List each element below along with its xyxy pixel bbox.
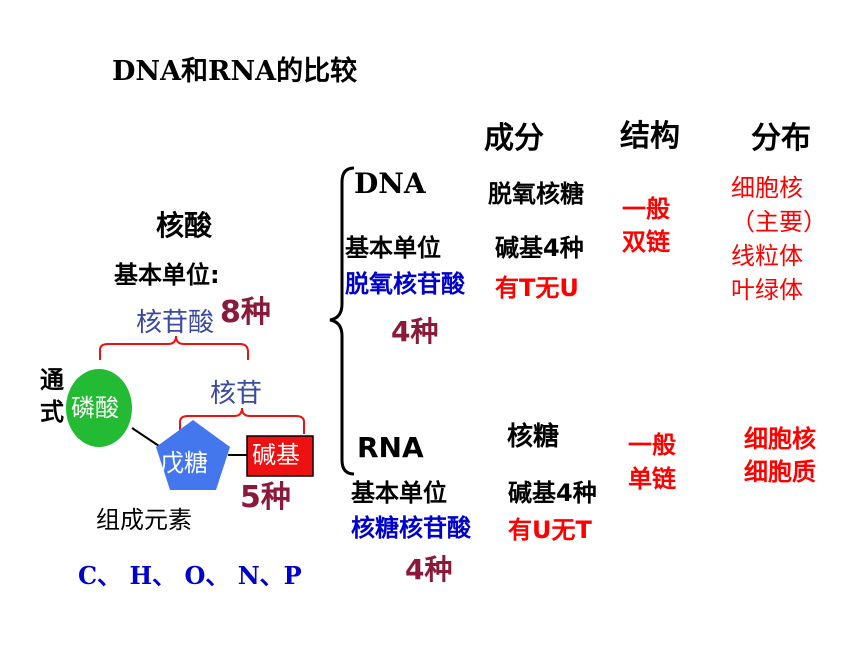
rna-label: RNA bbox=[357, 431, 424, 464]
dna-distribution-line2: （主要） bbox=[731, 208, 827, 236]
nucleotide-brace bbox=[99, 335, 249, 360]
nucleoside-brace bbox=[179, 407, 305, 434]
nucleoside-label: 核苷 bbox=[210, 379, 263, 409]
rna-structure-line1: 一般 bbox=[628, 431, 676, 459]
elements-label: 组成元素 bbox=[96, 506, 192, 534]
dna-base-count: 碱基4种 bbox=[495, 234, 584, 262]
dna-sugar: 脱氧核糖 bbox=[488, 180, 584, 208]
base-label: 碱基 bbox=[252, 441, 300, 469]
column-header-component: 成分 bbox=[484, 121, 544, 156]
page-title: DNA和RNA的比较 bbox=[112, 56, 358, 87]
nucleic-acid-heading: 核酸 bbox=[156, 209, 213, 242]
base-box bbox=[246, 435, 314, 477]
dna-distribution-line3: 线粒体 bbox=[731, 242, 803, 270]
dna-unit-label: 基本单位 bbox=[345, 234, 441, 262]
formula-label-bottom: 式 bbox=[40, 398, 64, 426]
base-count: 5种 bbox=[240, 480, 291, 515]
nucleotide-count: 8种 bbox=[220, 295, 271, 330]
column-header-distribution: 分布 bbox=[751, 121, 811, 156]
rna-base-note: 有U无T bbox=[508, 516, 592, 544]
dna-distribution-line4: 叶绿体 bbox=[731, 276, 803, 304]
pentose-pentagon bbox=[156, 420, 230, 490]
phosphate-circle bbox=[66, 369, 132, 447]
phosphate-label: 磷酸 bbox=[71, 394, 119, 422]
basic-unit-label: 基本单位: bbox=[114, 261, 220, 289]
dna-rna-brace bbox=[329, 166, 355, 476]
rna-distribution-line1: 细胞核 bbox=[744, 425, 816, 453]
dna-label: DNA bbox=[354, 167, 426, 200]
rna-distribution-line2: 细胞质 bbox=[744, 458, 816, 486]
rna-unit-label: 基本单位 bbox=[351, 479, 447, 507]
nucleotide-label: 核苷酸 bbox=[136, 308, 215, 338]
dna-base-note: 有T无U bbox=[495, 274, 579, 302]
rna-structure-line2: 单链 bbox=[628, 465, 676, 493]
dna-unit: 脱氧核苷酸 bbox=[345, 270, 465, 298]
elements-list: C、 H、 O、 N、P bbox=[78, 561, 302, 590]
formula-label-top: 通 bbox=[40, 366, 64, 394]
rna-unit-count: 4种 bbox=[405, 553, 453, 586]
dna-structure-line1: 一般 bbox=[622, 195, 670, 223]
pentose-label: 戊糖 bbox=[160, 449, 208, 477]
rna-base-count: 碱基4种 bbox=[508, 479, 597, 507]
rna-unit: 核糖核苷酸 bbox=[351, 514, 471, 542]
column-header-structure: 结构 bbox=[620, 119, 680, 154]
dna-structure-line2: 双链 bbox=[622, 228, 670, 256]
dna-unit-count: 4种 bbox=[391, 315, 439, 348]
dna-distribution-line1: 细胞核 bbox=[731, 174, 803, 202]
rna-sugar: 核糖 bbox=[507, 422, 560, 452]
